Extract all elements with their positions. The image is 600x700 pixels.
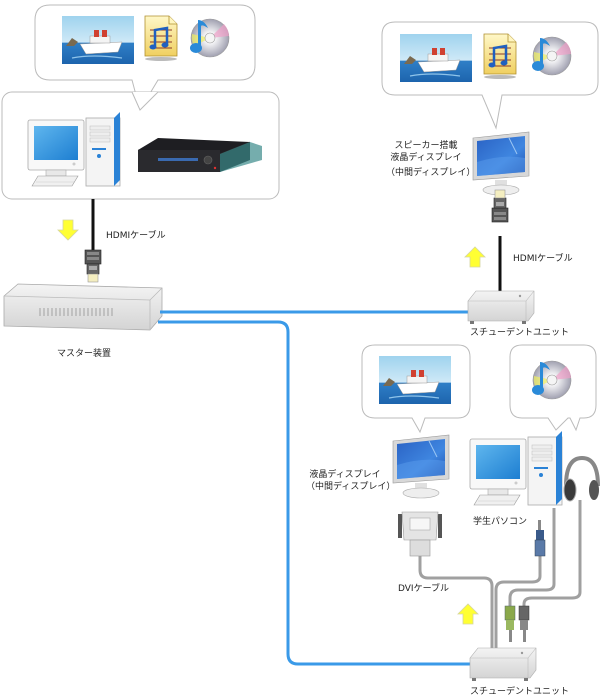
hdmi-cable-label-display: HDMIケーブル [513,254,573,264]
dvi-cable [418,556,494,650]
lan-cable-bottom [158,320,470,666]
student-pc-label: 学生パソコン [473,517,528,527]
audio-cable-headphones-2 [522,500,582,606]
lcd-display-label: 液晶ディスプレイ （中間ディスプレイ） [306,469,396,493]
video-image-icon [61,15,135,65]
speaker-display-label-line2: 液晶ディスプレイ [390,153,462,163]
student-pc-icon [469,430,563,506]
video-image-icon-3 [378,355,452,405]
audio-cable-pc [494,556,542,650]
student-unit-bottom-label: スチューデントユニット [470,687,570,697]
audio-jack-pc-icon [534,520,546,557]
music-file-icon-2 [482,32,518,81]
video-image-icon-2 [399,33,473,83]
master-unit-label: マスター装置 [57,349,112,359]
student-unit-top-label: スチューデントユニット [470,328,570,338]
speaker-lcd-display-icon [472,131,530,196]
dvi-plug-icon [398,511,442,557]
audio-jack-green-icon [504,605,516,642]
lcd-display-icon [392,434,450,499]
student-unit-top-icon [467,290,535,325]
arrow-up-icon [464,246,486,268]
student-unit-bottom-icon [469,647,537,682]
arrow-up-icon-2 [457,603,479,625]
master-unit-icon [3,283,163,331]
speaker-display-label-line1: スピーカー搭載 [394,141,458,151]
audio-cable-headphones-1 [508,508,556,606]
audio-jack-gray-icon [518,605,530,642]
lcd-display-label-line1: 液晶ディスプレイ [309,470,381,480]
speaker-display-label: スピーカー搭載 液晶ディスプレイ （中間ディスプレイ） [386,140,476,179]
hdmi-plug-master [84,249,102,283]
lcd-display-label-line2: （中間ディスプレイ） [306,482,396,492]
speaker-display-label-line3: （中間ディスプレイ） [386,168,476,178]
headphones-icon [563,455,600,502]
hdmi-cable-label-master: HDMIケーブル [106,231,166,241]
music-file-icon [143,14,179,63]
arrow-down-icon [57,219,79,241]
dvi-cable-label: DVIケーブル [398,584,450,594]
dvd-recorder-icon [137,138,262,172]
